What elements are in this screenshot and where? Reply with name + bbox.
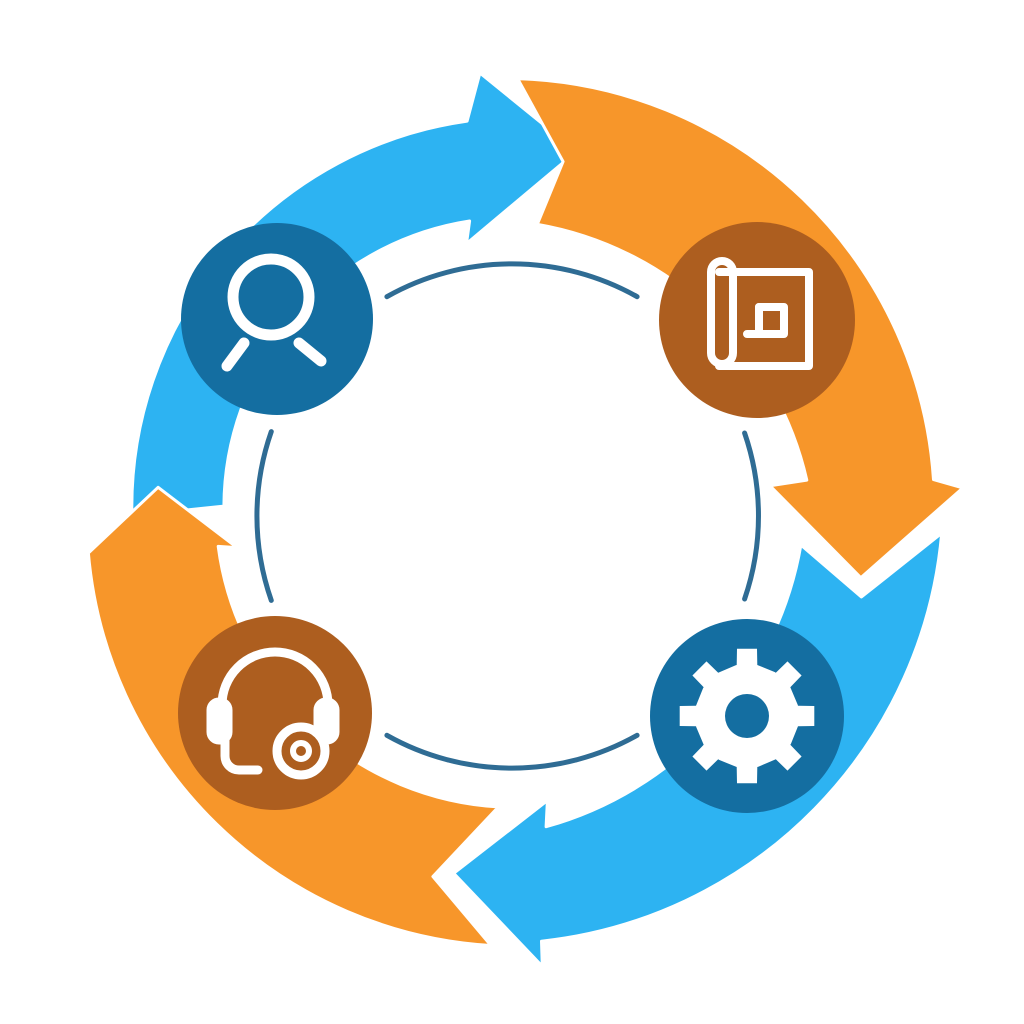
cycle-arrows [66, 71, 965, 968]
inner-ring-arc-left [254, 429, 274, 603]
stage-badge-build [650, 619, 844, 813]
stage-badge-plan [659, 222, 855, 418]
stage-badge-support [178, 616, 372, 810]
blueprint-icon [707, 257, 813, 370]
inner-ring-arc-bottom [384, 732, 640, 771]
stage-badge-discover [181, 223, 373, 415]
magnifier-icon [221, 253, 327, 372]
headset-icon [206, 647, 340, 780]
inner-ring-arc-top [384, 261, 640, 300]
inner-ring [254, 261, 761, 771]
gear-icon [679, 648, 815, 784]
inner-ring-arc-right [742, 430, 761, 602]
